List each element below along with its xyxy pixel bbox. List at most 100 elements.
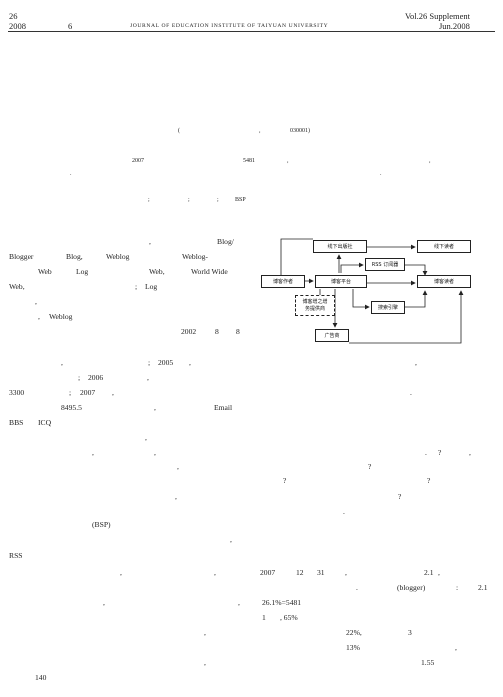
header-rule: [8, 31, 495, 32]
stat-day: 31: [317, 568, 325, 577]
intro-text: Weblog: [49, 312, 73, 321]
affiliation-postcode: 030001): [290, 128, 310, 134]
stat-year: 2007: [260, 568, 276, 577]
intro-text: ,: [189, 358, 191, 367]
intro-text: ,: [92, 448, 94, 457]
box-search-engine: 搜索引擎: [371, 301, 405, 314]
stat-three: 3: [408, 628, 412, 637]
stat-pct22: 22%,: [346, 628, 362, 637]
body-text: ,: [469, 448, 471, 457]
body-text: ,: [438, 568, 440, 577]
intro-text: 8495.5: [61, 403, 82, 412]
body-text: ,: [204, 628, 206, 637]
intro-text: ICQ: [38, 418, 52, 427]
affiliation-comma: ,: [259, 128, 261, 134]
intro-text: 2006: [88, 373, 104, 382]
intro-text: Web,: [149, 267, 165, 276]
box-blog-author: 博客作者: [261, 275, 305, 288]
intro-text: ,: [230, 535, 232, 544]
header-month: 6: [68, 21, 73, 31]
intro-text: ,: [145, 433, 147, 442]
header-volume-en: Vol.26 Supplement: [405, 11, 471, 21]
box-offline-publisher: 线下出版社: [313, 240, 367, 253]
intro-text: ,: [38, 312, 40, 321]
body-text: ,: [455, 643, 457, 652]
abstract-dot-1: .: [70, 171, 72, 177]
stat-month: 12: [296, 568, 304, 577]
intro-text: Blogger: [9, 252, 34, 261]
intro-text: 2002: [181, 327, 197, 336]
body-text: ?: [283, 476, 287, 485]
intro-text: BBS: [9, 418, 24, 427]
body-text: ,: [175, 492, 177, 501]
header-year: 2008: [9, 21, 26, 31]
intro-text: ,: [154, 448, 156, 457]
diagram-arrows: [280, 238, 464, 344]
body-text: ?: [368, 462, 372, 471]
stat-version-2: 2.1: [478, 583, 488, 592]
header-date-en: Jun.2008: [439, 21, 470, 31]
intro-text: 8: [215, 327, 219, 336]
abstract-year: 2007: [132, 158, 144, 164]
intro-text: Weblog: [106, 252, 130, 261]
intro-text: ;: [69, 388, 72, 397]
body-text: ,: [177, 462, 179, 471]
intro-text: 2007: [80, 388, 96, 397]
body-text: ?: [438, 448, 442, 457]
intro-text: Web,: [9, 282, 25, 291]
abstract-count: 5481: [243, 158, 255, 164]
value-added-line-1: 博客增之增: [302, 299, 328, 306]
body-text: ,: [415, 358, 417, 367]
blogger-label: (blogger): [397, 583, 426, 592]
intro-text: ,: [154, 403, 156, 412]
body-text: ,: [204, 658, 206, 667]
intro-text: ;: [135, 282, 138, 291]
arrow-advertiser-reader: [349, 290, 464, 344]
stat-155: 1.55: [421, 658, 435, 667]
box-blog-reader: 博客读者: [417, 275, 471, 288]
body-text: ?: [398, 492, 402, 501]
value-added-line-2: 务提供商: [304, 305, 325, 312]
intro-text: ;: [78, 373, 81, 382]
body-text: ,: [103, 598, 105, 607]
intro-text: Web: [38, 267, 52, 276]
intro-text: Log: [76, 267, 89, 276]
keyword-sep-2: ;: [188, 197, 190, 203]
intro-text: ,: [149, 237, 151, 246]
body-text: .: [343, 507, 345, 516]
arrow-search-reader: [405, 290, 428, 308]
arrow-author-top: [280, 238, 313, 275]
keyword-sep-1: ;: [148, 197, 150, 203]
body-text: .: [410, 388, 412, 397]
abstract-comma-1: ,: [287, 158, 289, 164]
stat-pct13: 13%: [346, 643, 360, 652]
body-text: ,: [238, 598, 240, 607]
intro-text: Weblog-: [182, 252, 208, 261]
intro-text: ,: [147, 373, 149, 382]
intro-text: 2005: [158, 358, 174, 367]
stat-version: 2.1: [424, 568, 434, 577]
body-text: :: [456, 583, 459, 592]
abstract-comma-2: ,: [429, 158, 431, 164]
journal-title: JOURNAL OF EDUCATION INSTITUTE OF TAIYUA…: [130, 23, 329, 29]
intro-text: Blog,: [66, 252, 83, 261]
arrow-platform-search: [352, 289, 370, 310]
box-offline-reader: 线下读者: [417, 240, 471, 253]
affiliation-open: (: [178, 128, 180, 134]
abstract-dot-2: .: [380, 171, 382, 177]
bsp-label: (BSP): [92, 520, 111, 529]
keyword-sep-3: ;: [217, 197, 219, 203]
keyword-bsp: BSP: [235, 197, 246, 203]
box-advertiser: 广告商: [315, 329, 349, 342]
intro-text: ,: [35, 297, 37, 306]
body-text: .: [425, 448, 427, 457]
box-rss-reader: RSS 订阅器: [365, 258, 405, 271]
body-text: .: [356, 583, 358, 592]
header-volume: 26: [9, 11, 18, 21]
intro-text: ,: [112, 388, 114, 397]
stat-pct65: , 65%: [280, 613, 298, 622]
intro-text: ,: [61, 358, 63, 367]
body-text: ,: [120, 568, 122, 577]
box-blog-platform: 博客平台: [315, 275, 367, 288]
intro-text: Log: [145, 282, 158, 291]
